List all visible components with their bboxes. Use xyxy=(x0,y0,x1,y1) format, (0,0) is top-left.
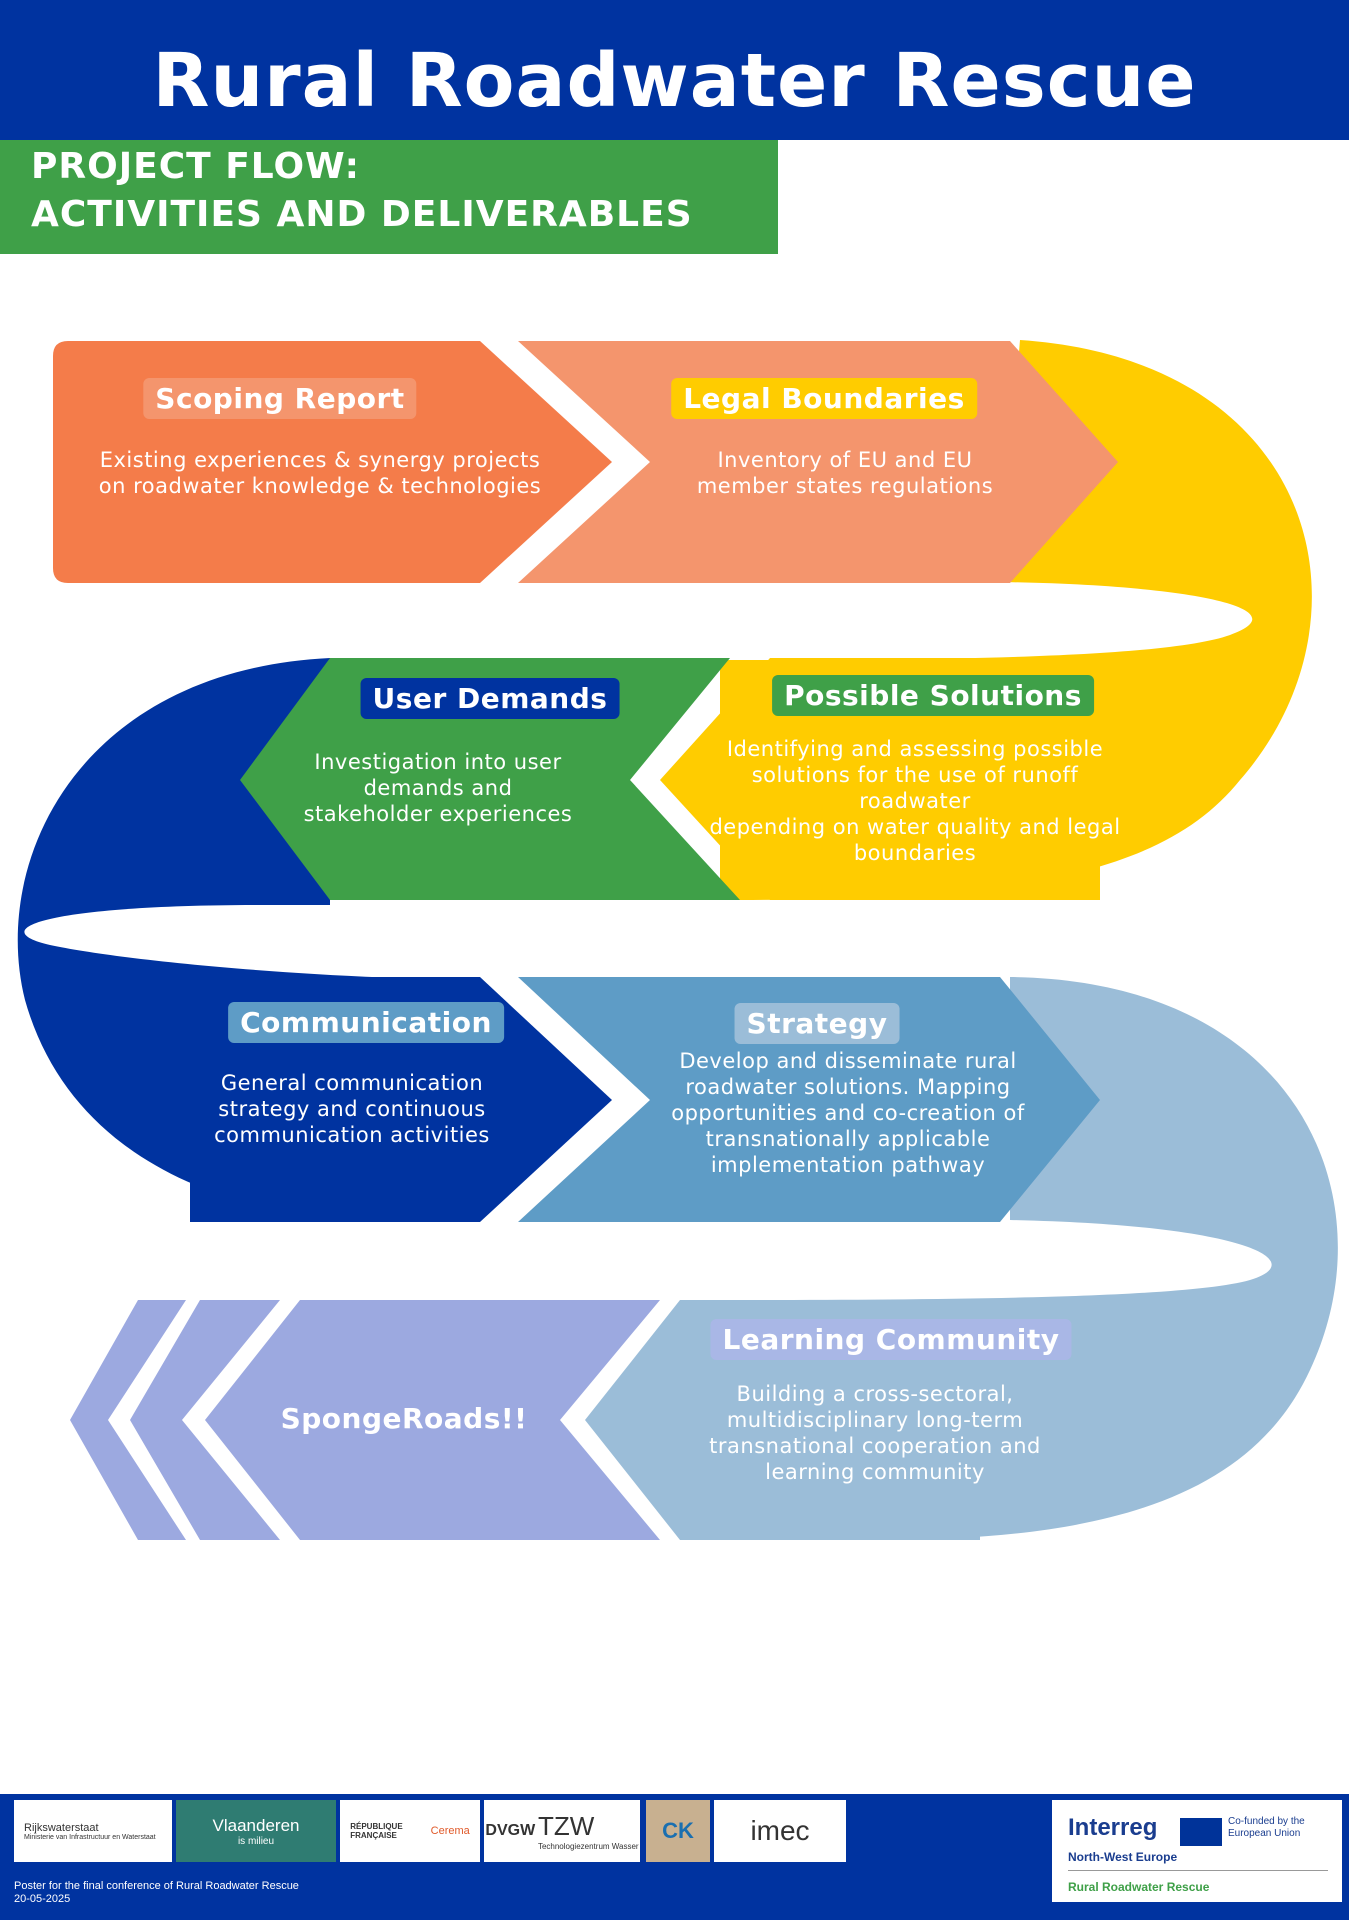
label-legal-boundaries: Legal Boundaries xyxy=(671,378,977,419)
step-possible-solutions xyxy=(660,658,1100,900)
desc-line: Develop and disseminate rural xyxy=(679,1049,1017,1073)
desc-line: transnationally applicable xyxy=(705,1127,991,1151)
desc-communication: General communication strategy and conti… xyxy=(214,1070,490,1148)
region-text: North-West Europe xyxy=(1068,1850,1178,1864)
desc-line: Identifying and assessing possible xyxy=(726,737,1104,761)
desc-line: Existing experiences & synergy projects xyxy=(99,448,541,472)
logo-subtext: Ministerie van Infrastructuur en Waterst… xyxy=(24,1833,156,1841)
step-learning-community xyxy=(585,1300,980,1540)
logo-text: CK xyxy=(662,1818,694,1843)
desc-legal-boundaries: Inventory of EU and EU member states reg… xyxy=(697,447,993,499)
subtitle-line-1: PROJECT FLOW: xyxy=(31,146,361,187)
desc-line: strategy and continuous xyxy=(218,1097,486,1121)
logo-republique-cerema: RÉPUBLIQUE FRANÇAISE Cerema xyxy=(340,1800,480,1862)
logo-text: Rijkswaterstaat xyxy=(24,1821,99,1834)
logo-text: imec xyxy=(750,1815,810,1846)
logo-text: RÉPUBLIQUE FRANÇAISE xyxy=(350,1822,403,1840)
note-line: Poster for the final conference of Rural… xyxy=(14,1880,299,1892)
desc-line: learning community xyxy=(765,1460,985,1484)
step-sponge-roads xyxy=(205,1300,660,1540)
title-banner: Rural Roadwater Rescue xyxy=(0,0,1349,140)
desc-line: demands and xyxy=(363,776,513,800)
desc-scoping-report: Existing experiences & synergy projects … xyxy=(99,447,542,499)
logo-rijkswaterstaat: Rijkswaterstaat Ministerie van Infrastru… xyxy=(14,1800,172,1862)
logo-interreg: Interreg Co-funded by the European Union… xyxy=(1052,1800,1342,1902)
desc-line: depending on water quality and legal xyxy=(709,815,1121,839)
desc-line: on roadwater knowledge & technologies xyxy=(98,474,542,498)
step-strategy xyxy=(518,977,1100,1222)
desc-line: General communication xyxy=(220,1071,484,1095)
desc-possible-solutions: Identifying and assessing possible solut… xyxy=(698,736,1132,866)
label-sponge-roads: SpongeRoads!! xyxy=(280,1402,528,1435)
interreg-text: Interreg xyxy=(1068,1814,1158,1841)
label-user-demands: User Demands xyxy=(360,678,620,719)
label-learning-community: Learning Community xyxy=(710,1319,1072,1360)
desc-line: multidisciplinary long-term xyxy=(726,1408,1024,1432)
desc-line: transnational cooperation and xyxy=(709,1434,1041,1458)
desc-line: opportunities and co-creation of xyxy=(671,1101,1025,1125)
desc-line: Investigation into user xyxy=(314,750,562,774)
logo-text: Cerema xyxy=(430,1825,470,1837)
desc-line: stakeholder experiences xyxy=(303,802,573,826)
label-communication: Communication xyxy=(228,1002,504,1043)
desc-user-demands: Investigation into user demands and stak… xyxy=(304,749,573,827)
logo-text: Vlaanderen xyxy=(212,1815,300,1835)
label-scoping-report: Scoping Report xyxy=(143,378,417,419)
logo-imec: imec xyxy=(714,1800,846,1862)
logo-vlaanderen: Vlaanderen is milieu xyxy=(176,1800,336,1862)
subtitle-banner: PROJECT FLOW: ACTIVITIES AND DELIVERABLE… xyxy=(0,140,778,254)
tzw-block: TZW Technologiezentrum Wasser xyxy=(538,1811,639,1851)
label-strategy: Strategy xyxy=(734,1003,900,1044)
desc-line: Inventory of EU and EU xyxy=(717,448,973,472)
logo-ck: CK xyxy=(646,1800,710,1862)
desc-line: solutions for the use of runoff roadwate… xyxy=(751,763,1079,813)
project-text: Rural Roadwater Rescue xyxy=(1068,1880,1210,1894)
desc-learning-community: Building a cross-sectoral, multidiscipli… xyxy=(709,1381,1041,1485)
cofunded-text: Co-funded by the European Union xyxy=(1228,1816,1305,1839)
desc-line: boundaries xyxy=(853,841,977,865)
logo-text: DVGW xyxy=(485,1822,536,1839)
chevron-tail-1 xyxy=(70,1300,186,1540)
desc-line: communication activities xyxy=(214,1123,490,1147)
note-line: 20-05-2025 xyxy=(14,1893,71,1905)
desc-line: implementation pathway xyxy=(710,1153,986,1177)
desc-line: Building a cross-sectoral, xyxy=(736,1382,1014,1406)
subtitle-line-2: ACTIVITIES AND DELIVERABLES xyxy=(31,194,693,235)
page-title: Rural Roadwater Rescue xyxy=(152,38,1197,124)
footer-note: Poster for the final conference of Rural… xyxy=(14,1880,299,1906)
eu-flag-icon xyxy=(1180,1818,1222,1846)
divider xyxy=(1068,1870,1328,1871)
desc-strategy: Develop and disseminate rural roadwater … xyxy=(671,1048,1024,1178)
desc-line: roadwater solutions. Mapping xyxy=(685,1075,1011,1099)
logo-subtext: is milieu xyxy=(237,1835,275,1847)
label-possible-solutions: Possible Solutions xyxy=(772,675,1094,716)
chevron-tail-2 xyxy=(130,1300,280,1540)
logo-subtext: Technologiezentrum Wasser xyxy=(537,1842,639,1851)
logo-text: TZW xyxy=(537,1811,595,1841)
logo-dvgw-tzw: DVGW TZW Technologiezentrum Wasser xyxy=(484,1800,640,1862)
desc-line: member states regulations xyxy=(696,474,994,498)
footer: Rijkswaterstaat Ministerie van Infrastru… xyxy=(0,1794,1349,1920)
